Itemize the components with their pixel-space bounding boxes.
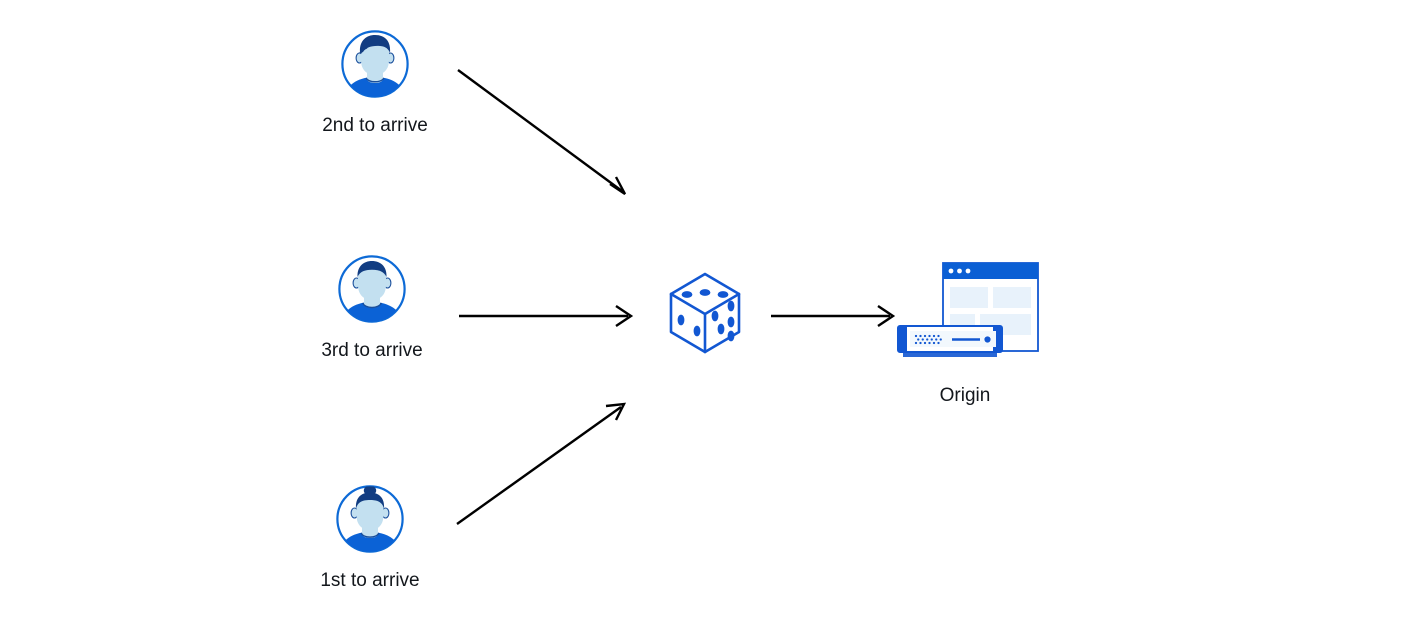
origin-server-icon — [890, 258, 1040, 370]
arrow-third-to-balancer — [459, 305, 634, 327]
client-node-third[interactable]: 3rd to arrive — [302, 253, 442, 363]
random-balancer-node[interactable] — [660, 268, 750, 358]
client-label-second: 2nd to arrive — [322, 115, 428, 136]
dice-icon — [669, 272, 741, 354]
client-node-first[interactable]: 1st to arrive — [300, 483, 440, 593]
arrow-first-to-balancer — [456, 402, 627, 525]
arrow-second-to-balancer — [457, 69, 627, 195]
client-node-second[interactable]: 2nd to arrive — [305, 28, 445, 138]
user-avatar-icon — [336, 253, 408, 325]
dice-right-pips — [711, 300, 735, 342]
dice-left-pips — [677, 314, 701, 337]
client-label-third: 3rd to arrive — [321, 340, 423, 361]
client-label-first: 1st to arrive — [320, 570, 420, 591]
dice-top-pips — [681, 289, 729, 298]
origin-node[interactable]: Origin — [875, 258, 1055, 408]
origin-label: Origin — [939, 385, 991, 406]
server-device — [897, 325, 1003, 357]
user-avatar-icon — [339, 28, 411, 100]
user-avatar-icon — [334, 483, 406, 555]
